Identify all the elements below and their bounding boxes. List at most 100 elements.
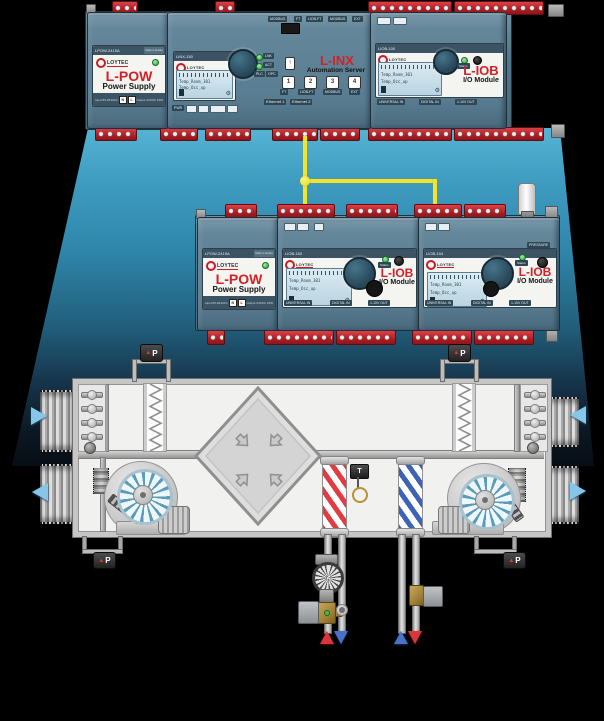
port-tag: MODBUS [268,16,288,22]
port-tag: FT [294,16,303,22]
device-liob-100: LIOB-100 LOYTEC Temp_Room_301 Temp_Occ_u… [370,12,507,129]
lpow-model: LPOW-2415A [205,251,230,256]
damper-return [78,384,106,452]
cable-junction [300,176,310,186]
damper-actuator [84,442,96,454]
status-label: Status [457,63,470,69]
connector-mark [314,223,324,231]
loytec-logo: LOYTEC [426,260,455,270]
dp-label: P [105,556,111,565]
duct-supply-out [549,466,579,524]
delta-icon: ▲ [145,350,152,356]
terminal-n: N [228,298,237,307]
filter-fresh [452,383,476,452]
device-lpow-top: LPOW-2415A Made in Austria LOYTEC L-POW … [87,12,169,129]
terminal-block [336,330,396,345]
liob-label-panel: LIOB-154 LOYTEC Temp_Room_301 Temp_Occ_u… [423,248,557,308]
linx-model: LINX-150 [176,54,193,59]
terminal-block [264,330,334,345]
cooling-coil [398,459,423,534]
filter-zigzag-icon [148,383,163,452]
cooling-supply-pipe [398,534,406,634]
connector-mark [284,223,296,231]
output-rating: Output 24VDC 15W [136,97,163,102]
lcd-line: Temp_Room_301 [381,72,413,77]
linx-lcd: Temp_Room_301 Temp_Occ_up ⚙ [176,70,233,99]
terminal-n: N [118,95,127,104]
cold-supply-arrow-icon [394,631,408,644]
loytec-logo: LOYTEC [96,58,129,68]
sensor-stem [357,477,359,489]
device-name: L-POW [215,271,263,287]
arrow-up-icon: ↑ [285,57,295,70]
terminal-block [160,127,198,141]
dp-tube [440,359,445,382]
connector-mark [438,223,450,231]
port-tag: LIOB-FT [306,16,324,22]
damper-fresh [520,384,548,452]
usb-connector [281,23,300,34]
status-label: Status [378,262,391,268]
device-kind: Power Supply [102,82,156,91]
service-button[interactable] [394,256,404,266]
pressure-port [537,257,548,268]
temperature-sensor: T [350,464,369,479]
origin-label: Made in Austria [144,47,164,54]
terminal-block [207,330,225,345]
delta-icon: ▲ [453,350,460,356]
input-rating: Input 85-264VAC [95,97,118,102]
power-led [152,59,159,66]
status-label: Status [515,260,528,266]
status-led [256,63,263,70]
pwr-label: PWR [172,105,185,111]
filter-zigzag-icon [457,383,472,452]
airflow-arrow-left-icon [570,406,586,424]
terminal-block [464,204,506,218]
port-2[interactable]: 2 [304,76,317,89]
loytec-ring-icon [206,261,216,271]
device-liob-154: PRESSURE LIOB-154 LOYTEC Temp_Room_301 T… [418,217,560,331]
linx-label-panel: LINX-150 LOYTEC Temp_Room_301 Temp_Occ_u… [173,51,236,101]
service-button[interactable] [473,56,482,65]
lcd-line: Temp_Occ_up [289,286,316,291]
device-kind: Automation Server [306,67,366,74]
device-kind: I/O Module [379,279,415,286]
airflow-arrow-right-icon [31,407,47,425]
terminal-block [95,127,137,141]
port-label: MODBUS [323,89,343,95]
filter-return [143,383,167,452]
liob-lcd: Temp_Room_301 Temp_Occ_up ⚙ [378,62,442,96]
terminal-block [277,204,335,218]
ahu-wall [514,384,520,452]
port-3[interactable]: 3 [326,76,339,89]
bus-cable-horizontal [303,179,437,183]
dp-sensor-fan-extract: ▲P [93,552,116,569]
certification-logo [483,281,499,297]
port-4[interactable]: 4 [348,76,361,89]
dp-sensor-filter-fresh: ▲P [448,344,471,362]
dp-tube [474,359,479,382]
dp-sensor-fan-supply: ▲P [503,552,526,569]
coil-cap [320,528,349,537]
dp-tube [166,359,171,382]
heat-exchanger [194,386,322,526]
device-name: L-IOB [380,266,414,280]
jog-dial-knob[interactable] [433,49,459,75]
fan-impeller-supply [459,474,515,530]
terminal-l: L [127,95,136,104]
device-name: L-IOB [518,265,552,279]
device-kind: I/O Module [463,77,499,84]
device-name: L-IOB [463,63,499,78]
device-name: L-INX [320,53,354,68]
io-label: UNIVERSAL IN [377,99,406,105]
loytec-ring-icon [96,58,106,68]
liob-model: LIOB-154 [426,251,444,256]
port-1[interactable]: 1 [282,76,295,89]
din-clip [548,4,564,17]
cooling-return-pipe [412,534,420,634]
io-label: 1-10V OUT [509,300,531,306]
loytec-logo: LOYTEC [206,261,239,271]
led-label: ACT [263,62,274,68]
loytec-wordmark: LOYTEC [217,262,239,270]
